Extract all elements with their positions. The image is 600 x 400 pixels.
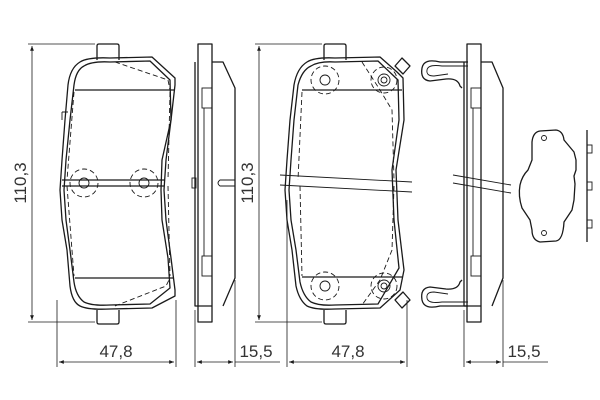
- pad-2-side-view: [421, 43, 512, 323]
- pad-2-front-view: [279, 43, 413, 325]
- pad-1-height-label: 110,3: [11, 162, 30, 203]
- dimension-pad-1-thickness: 15,5: [194, 280, 280, 367]
- dimension-pad-1-width: 47,8: [56, 300, 177, 367]
- pad-2-width-label: 47,8: [331, 342, 364, 361]
- pad-1-thickness-label: 15,5: [239, 342, 272, 361]
- dimension-pad-2-thickness: 15,5: [463, 280, 548, 367]
- dimension-pad-2-width: 47,8: [286, 200, 408, 367]
- pad-1-front-view: [59, 43, 176, 325]
- pad-2-thickness-label: 15,5: [507, 342, 540, 361]
- dimension-pad-1-height: 110,3: [11, 43, 95, 323]
- pad-1-side-view: [191, 43, 236, 323]
- shim-view: [518, 129, 593, 243]
- pad-1-width-label: 47,8: [99, 342, 132, 361]
- dimension-pad-2-height: 110,3: [238, 43, 322, 323]
- pad-2-height-label: 110,3: [238, 162, 257, 203]
